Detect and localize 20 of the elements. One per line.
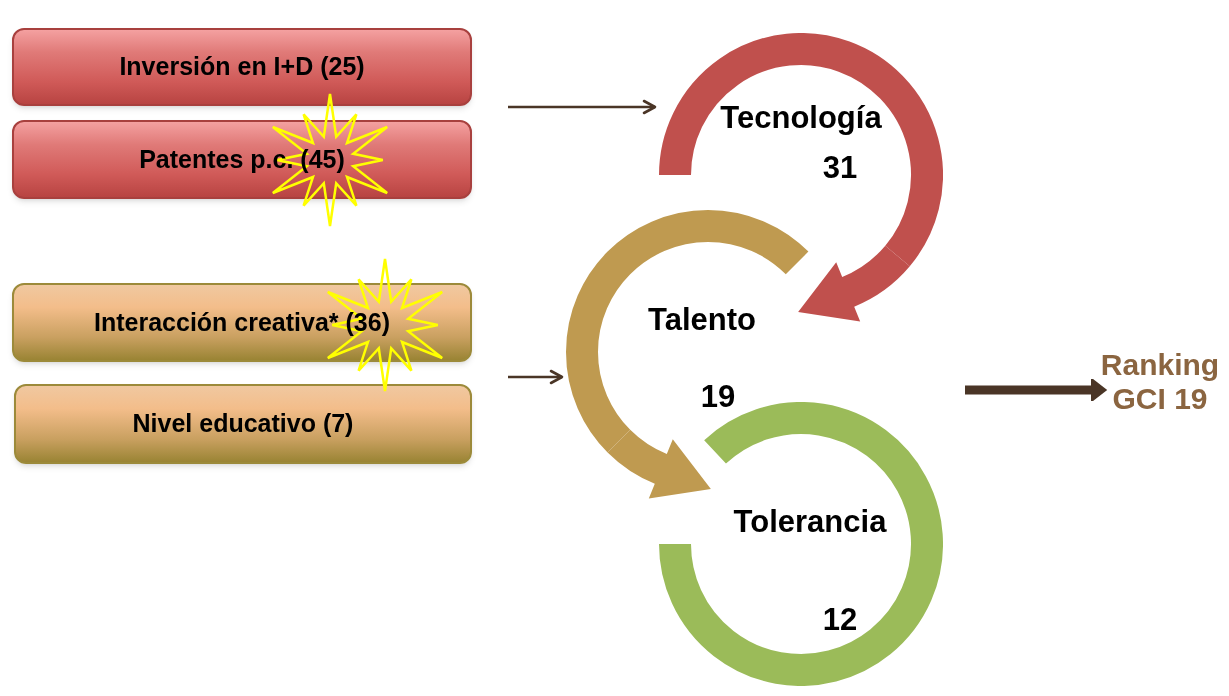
box-label: Interacción creativa* (36) (94, 306, 390, 338)
ring-title: Talento (648, 303, 756, 335)
category-box (12, 283, 472, 362)
ring-title: Tecnología (720, 101, 882, 133)
arrow (508, 369, 564, 385)
category-box (14, 384, 472, 464)
ring-value: 12 (822, 603, 858, 635)
ring-title: Tolerancia (733, 505, 887, 537)
arrow (965, 377, 1108, 403)
category-box (12, 120, 472, 199)
ring-value: 31 (822, 151, 858, 183)
box-label: Nivel educativo (7) (132, 408, 354, 440)
box-label: Inversión en I+D (25) (119, 51, 365, 83)
curved-arrow (607, 429, 711, 499)
ranking-label: Ranking GCI 19 (1100, 347, 1220, 417)
arrow (508, 99, 657, 115)
category-box (12, 28, 472, 106)
curved-arrow (798, 245, 910, 322)
ring-value: 19 (700, 380, 736, 412)
box-label: Patentes p.c. (45) (139, 143, 345, 175)
